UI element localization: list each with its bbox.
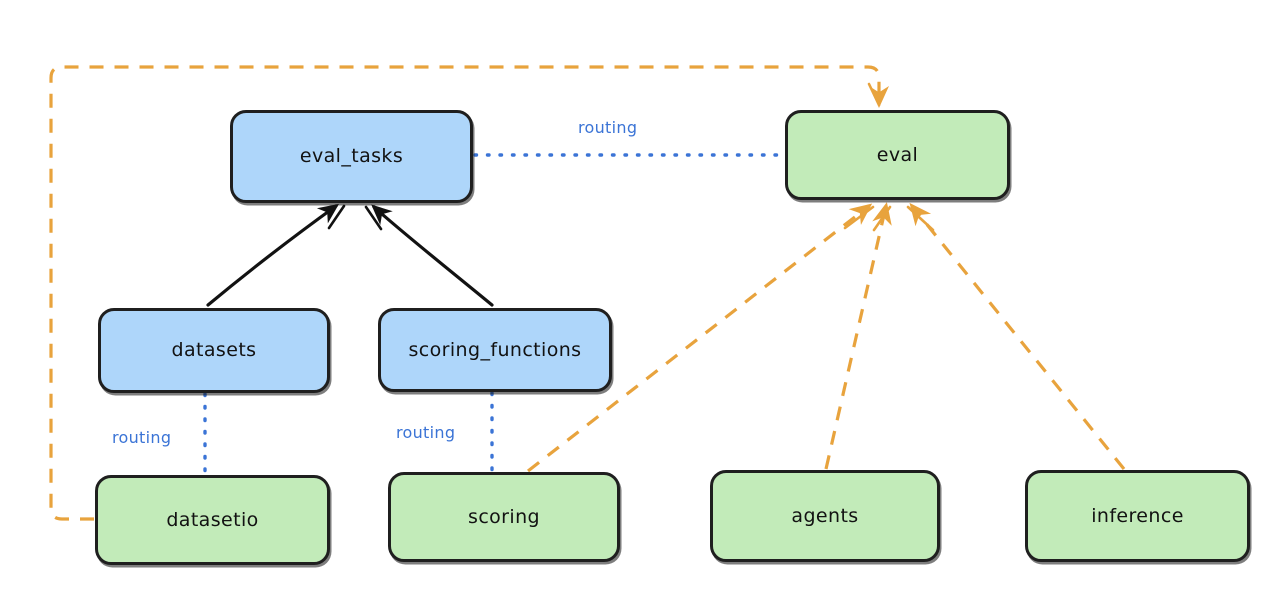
- edge-label-routing-eval-tasks-eval: routing: [578, 118, 638, 137]
- node-scoring-label: scoring: [468, 505, 540, 528]
- node-agents-label: agents: [791, 504, 859, 527]
- node-inference-label: inference: [1091, 504, 1184, 527]
- edge-datasetio-to-eval: [49, 65, 889, 521]
- node-inference[interactable]: inference: [1025, 470, 1250, 562]
- edge-datasets-to-eval-tasks-barb: [327, 204, 346, 230]
- edge-inference-to-eval: [909, 202, 1126, 471]
- node-datasets-label: datasets: [171, 339, 257, 361]
- node-scoring-functions[interactable]: scoring_functions: [378, 308, 612, 392]
- edge-label-routing-datasets-datasetio: routing: [112, 428, 172, 447]
- edge-agents-to-eval-barb: [872, 205, 892, 232]
- edge-scoring-functions-to-eval-tasks: [371, 204, 494, 307]
- edge-datasets-to-eval-tasks: [206, 203, 340, 307]
- edge-scoring-functions-to-eval-tasks-barb: [364, 205, 383, 231]
- node-datasets[interactable]: datasets: [98, 308, 330, 393]
- edge-scoring-to-eval-barb: [843, 205, 875, 230]
- node-datasetio[interactable]: datasetio: [95, 475, 330, 565]
- edge-agents-to-eval: [824, 202, 892, 470]
- edge-label-routing-scoring-functions-scoring: routing: [396, 423, 456, 442]
- node-scoring[interactable]: scoring: [388, 472, 620, 562]
- node-eval-label: eval: [876, 143, 919, 166]
- edge-scoring-to-eval: [527, 203, 873, 473]
- node-eval[interactable]: eval: [785, 110, 1010, 200]
- edge-inference-to-eval-barb: [906, 205, 935, 232]
- node-agents[interactable]: agents: [710, 470, 940, 562]
- node-eval-tasks-label: eval_tasks: [299, 145, 404, 167]
- node-datasetio-label: datasetio: [166, 508, 259, 531]
- edge-datasetio-to-eval-barb: [867, 82, 881, 107]
- node-eval-tasks[interactable]: eval_tasks: [230, 110, 473, 203]
- node-scoring-functions-label: scoring_functions: [408, 338, 582, 361]
